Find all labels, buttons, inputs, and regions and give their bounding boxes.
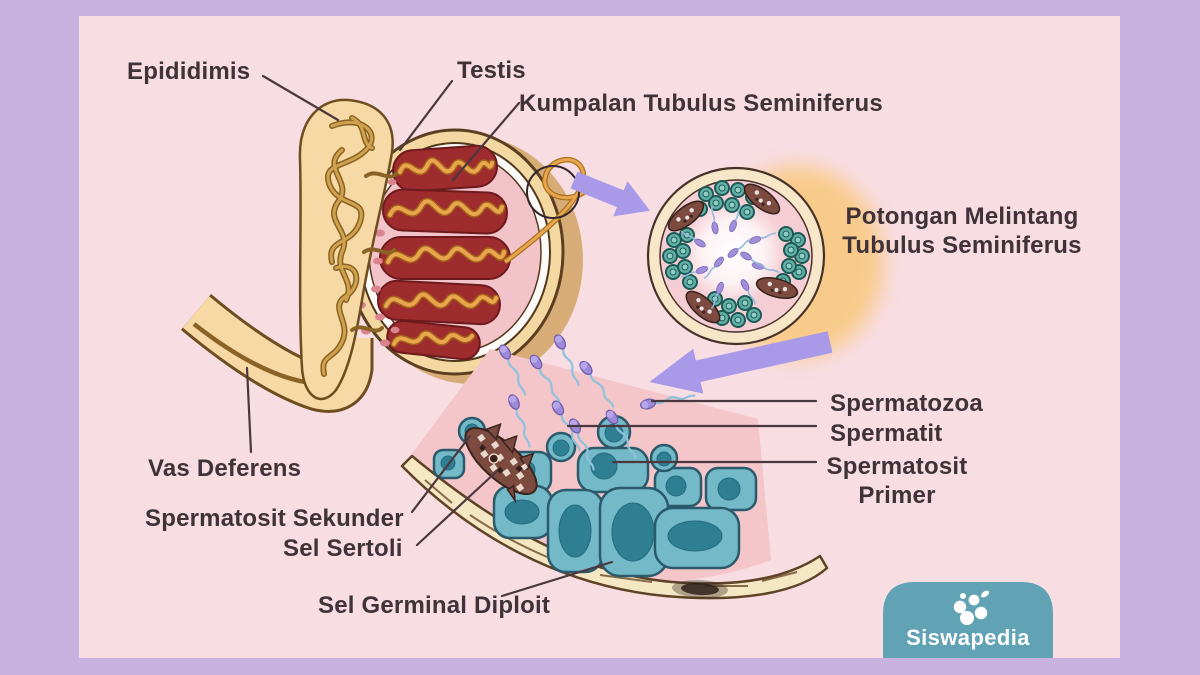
leader-lines bbox=[245, 74, 818, 598]
label-sel-germinal-diploit: Sel Germinal Diploit bbox=[318, 592, 551, 619]
label-potongan-melintang: Potongan Melintang Tubulus Seminiferus bbox=[842, 203, 1082, 260]
epididymis-coils bbox=[320, 115, 398, 377]
line-sel-germinal bbox=[500, 560, 614, 598]
siswapedia-badge bbox=[883, 582, 1053, 658]
label-spermatosit-sekunder: Spermatosit Sekunder bbox=[145, 505, 404, 532]
line-kumpalan bbox=[451, 101, 521, 182]
label-sel-sertoli: Sel Sertoli bbox=[283, 535, 403, 562]
sertoli-cell bbox=[464, 423, 538, 504]
label-epididimis: Epididimis bbox=[127, 58, 251, 85]
siswapedia-logo-text: Siswapedia bbox=[906, 625, 1030, 650]
label-spermatit: Spermatit bbox=[830, 420, 943, 447]
label-kumpalan-tubulus: Kumpalan Tubulus Seminiferus bbox=[519, 90, 883, 117]
flow-arrow-down-left-icon bbox=[649, 331, 833, 394]
lobule-tubule-tangles bbox=[382, 157, 508, 348]
line-epididimis bbox=[261, 74, 340, 122]
testis-assembly bbox=[180, 98, 587, 413]
label-spermatozoa: Spermatozoa bbox=[830, 390, 983, 417]
line-spermatosit-sekunder bbox=[410, 434, 472, 514]
label-spermatosit-primer: Spermatosit Primer bbox=[826, 453, 968, 510]
seminiferous-wall-detail bbox=[400, 332, 829, 600]
line-sel-sertoli bbox=[415, 470, 498, 547]
line-testis bbox=[398, 79, 454, 152]
berries-icon bbox=[953, 590, 990, 625]
label-vas-deferens: Vas Deferens bbox=[148, 455, 302, 482]
label-testis: Testis bbox=[457, 57, 526, 84]
flow-arrow-right-icon bbox=[570, 171, 651, 217]
epididymis bbox=[298, 98, 398, 401]
magnifier-loupe bbox=[503, 156, 587, 265]
line-vas-deferens bbox=[245, 366, 253, 454]
tubule-cross-section bbox=[646, 166, 884, 358]
